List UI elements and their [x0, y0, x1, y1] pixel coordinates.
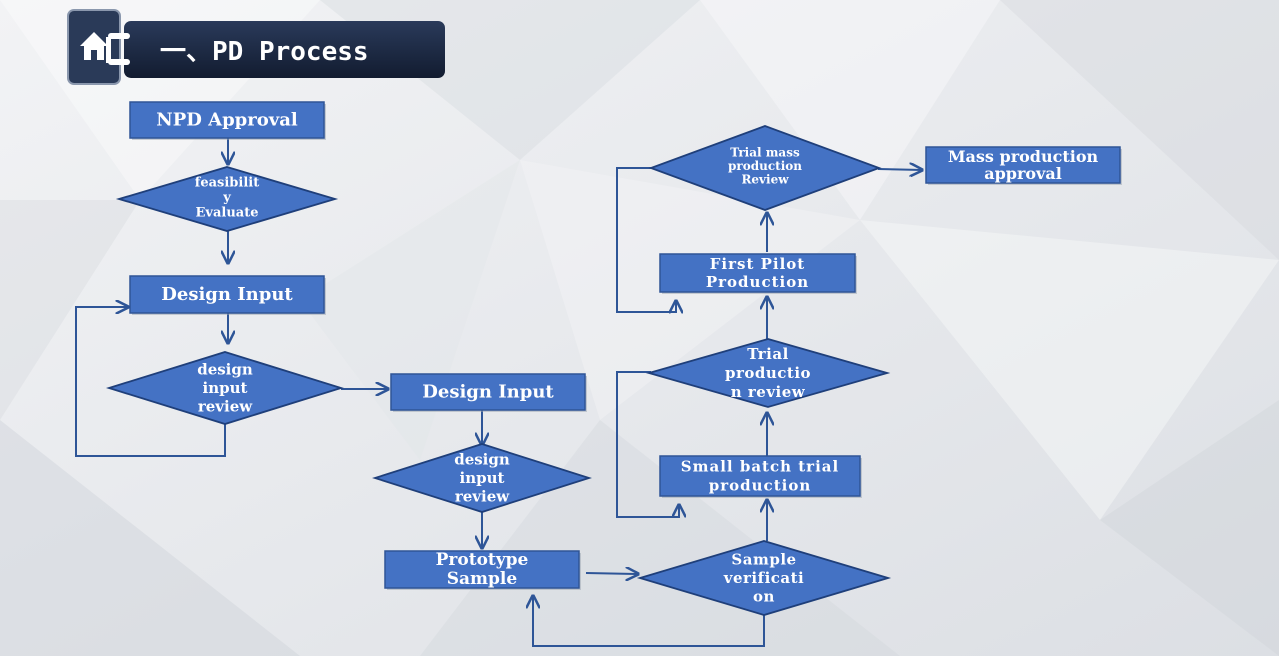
process-box — [129, 101, 325, 139]
process-box — [925, 146, 1121, 184]
node-label-line: Trial mass — [730, 146, 800, 160]
process-box — [384, 550, 580, 589]
node-label-line: approval — [984, 164, 1062, 183]
node-label-line: design — [454, 451, 510, 469]
connector-prototype-to-verification — [585, 573, 638, 574]
decision-diamond — [648, 125, 882, 211]
node-label-line: Production — [706, 273, 809, 291]
node-label-line: on — [753, 588, 775, 606]
decision-diamond — [372, 443, 592, 513]
connector-verification-loop-back — [533, 596, 765, 647]
node-label-line: n review — [731, 383, 806, 401]
header-title-bar — [124, 21, 445, 78]
node-label-line: Prototype — [436, 550, 529, 570]
node-label-line: input — [203, 379, 248, 397]
process-box — [129, 275, 325, 314]
node-label-line: Sample — [447, 569, 518, 589]
process-box — [659, 455, 861, 497]
header-banner: 一、PD Process — [67, 9, 445, 85]
node-label-line: Design Input — [422, 382, 554, 403]
node-label-line: production — [709, 477, 811, 495]
decision-diamond — [645, 338, 891, 408]
decision-diamond — [636, 540, 892, 616]
connector-mass-review-to-approval — [877, 169, 922, 170]
process-box — [390, 373, 586, 411]
node-label-line: review — [198, 398, 253, 416]
node-label-line: Evaluate — [196, 206, 259, 221]
connector-mass-review-loop-back — [616, 167, 676, 312]
decision-diamond — [115, 166, 339, 232]
connectors — [75, 138, 922, 647]
process-box — [659, 253, 856, 293]
node-label-line: design — [197, 361, 253, 379]
node-label-line: NPD Approval — [156, 110, 298, 131]
node-label-line: y — [222, 191, 231, 206]
node-design-input-1: Design Input — [129, 275, 326, 315]
node-label-line: Trial — [747, 345, 789, 363]
node-label-line: Mass production — [948, 147, 1099, 166]
page-title: 一、PD Process — [160, 37, 369, 67]
node-label-line: feasibilit — [195, 176, 259, 191]
node-label-line: verificati — [723, 569, 805, 587]
node-design-input-2: Design Input — [390, 373, 587, 412]
node-label-line: review — [455, 488, 510, 506]
node-label-line: productio — [725, 364, 811, 382]
home-icon[interactable] — [80, 32, 130, 65]
node-npd-approval: NPD Approval — [129, 101, 326, 140]
node-label-line: First Pilot — [710, 255, 805, 273]
node-label-line: production — [728, 159, 802, 173]
node-label-line: Sample — [731, 551, 796, 569]
connector-trial-review-loop-back — [616, 371, 679, 518]
node-label-line: Review — [741, 173, 789, 187]
decision-diamond — [105, 351, 345, 425]
node-label-line: Small batch trial — [681, 458, 839, 476]
connector-review-loop-back — [75, 307, 226, 457]
node-label-line: input — [460, 469, 505, 487]
node-label-line: Design Input — [161, 284, 293, 305]
